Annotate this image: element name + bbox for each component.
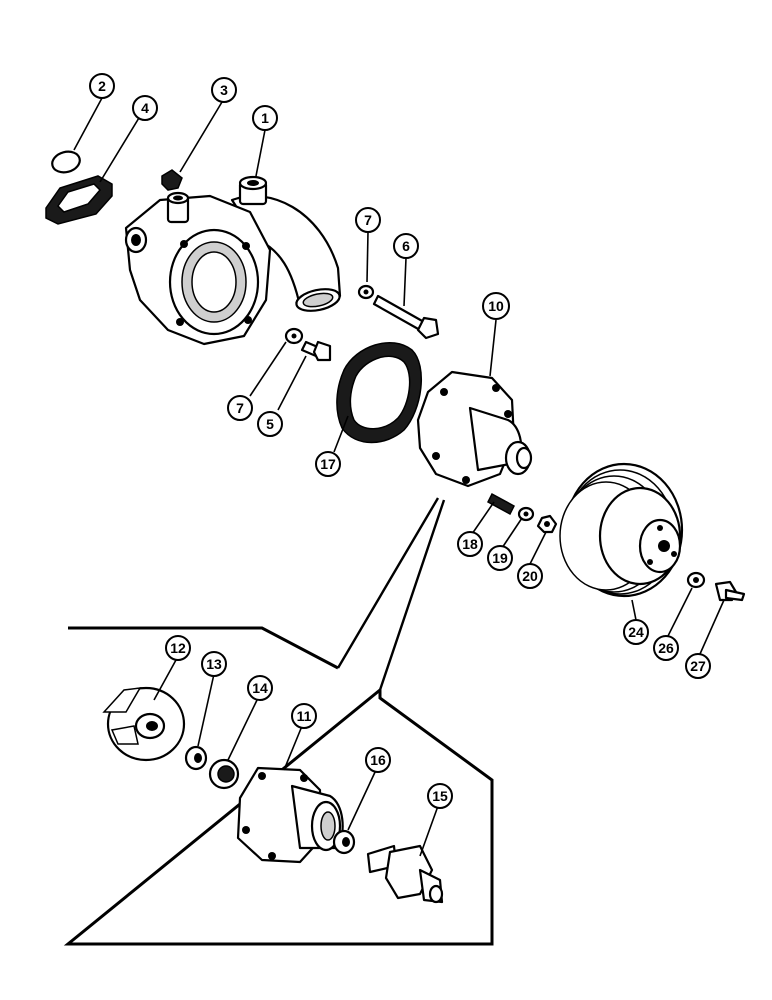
part-washer-upper [357, 284, 375, 300]
svg-text:13: 13 [206, 656, 222, 672]
part-stud [487, 492, 515, 516]
svg-text:2: 2 [98, 78, 106, 94]
svg-text:26: 26 [658, 640, 674, 656]
callout-19: 19 [487, 545, 513, 571]
part-seal [208, 758, 240, 790]
callout-1: 1 [252, 105, 278, 131]
svg-text:11: 11 [297, 708, 312, 724]
inset-connector-lines [336, 497, 446, 691]
callout-6: 6 [393, 233, 419, 259]
part-snap-ring [332, 829, 356, 855]
callout-16: 16 [365, 747, 391, 773]
part-cap-plug [51, 150, 81, 174]
svg-text:12: 12 [170, 640, 186, 656]
svg-text:27: 27 [690, 658, 706, 674]
callout-5: 5 [257, 411, 283, 437]
part-lock-washer [517, 506, 535, 522]
svg-text:17: 17 [320, 456, 336, 472]
callout-26: 26 [653, 635, 679, 661]
callout-4: 4 [132, 95, 158, 121]
svg-text:4: 4 [141, 100, 149, 116]
svg-text:7: 7 [364, 212, 372, 228]
svg-text:14: 14 [252, 680, 268, 696]
part-pump-housing [236, 766, 344, 864]
svg-text:6: 6 [402, 238, 410, 254]
callout-12: 12 [165, 635, 191, 661]
callout-7-lower: 7 [227, 395, 253, 421]
svg-text:20: 20 [522, 568, 538, 584]
part-impeller [102, 686, 186, 762]
part-pipe-plug [161, 169, 183, 191]
svg-text:7: 7 [236, 400, 244, 416]
part-outlet-gasket [45, 175, 113, 225]
callout-11: 11 [291, 703, 317, 729]
part-long-bolt [372, 294, 440, 340]
callout-7-upper: 7 [355, 207, 381, 233]
part-fan-pulley [559, 462, 684, 598]
svg-text:10: 10 [488, 298, 504, 314]
leader-lines [73, 97, 725, 857]
svg-text:5: 5 [266, 416, 274, 432]
part-pulley-washer [686, 571, 706, 589]
callout-17: 17 [315, 451, 341, 477]
svg-text:19: 19 [492, 550, 508, 566]
part-washer-lower [284, 327, 304, 345]
part-pump-gasket [336, 341, 423, 444]
svg-text:3: 3 [220, 82, 228, 98]
svg-text:18: 18 [462, 536, 478, 552]
part-hex-nut [536, 514, 558, 534]
inset-frame [63, 626, 494, 946]
callout-20: 20 [517, 563, 543, 589]
part-pulley-bolt [714, 580, 746, 602]
callout-24: 24 [623, 619, 649, 645]
part-shaft-bearing [366, 844, 444, 904]
part-short-bolt [300, 340, 332, 362]
svg-text:24: 24 [628, 624, 644, 640]
callout-18: 18 [457, 531, 483, 557]
callout-13: 13 [201, 651, 227, 677]
svg-text:16: 16 [370, 752, 386, 768]
callout-10: 10 [482, 292, 510, 320]
svg-text:15: 15 [432, 788, 448, 804]
callout-15: 15 [427, 783, 453, 809]
part-pump-body [124, 175, 342, 346]
callout-3: 3 [211, 77, 237, 103]
callout-2: 2 [89, 73, 115, 99]
callout-14: 14 [247, 675, 273, 701]
part-seal-washer [184, 745, 208, 771]
part-bearing-housing-assembly [416, 370, 533, 488]
callout-27: 27 [685, 653, 711, 679]
svg-text:1: 1 [261, 110, 269, 126]
